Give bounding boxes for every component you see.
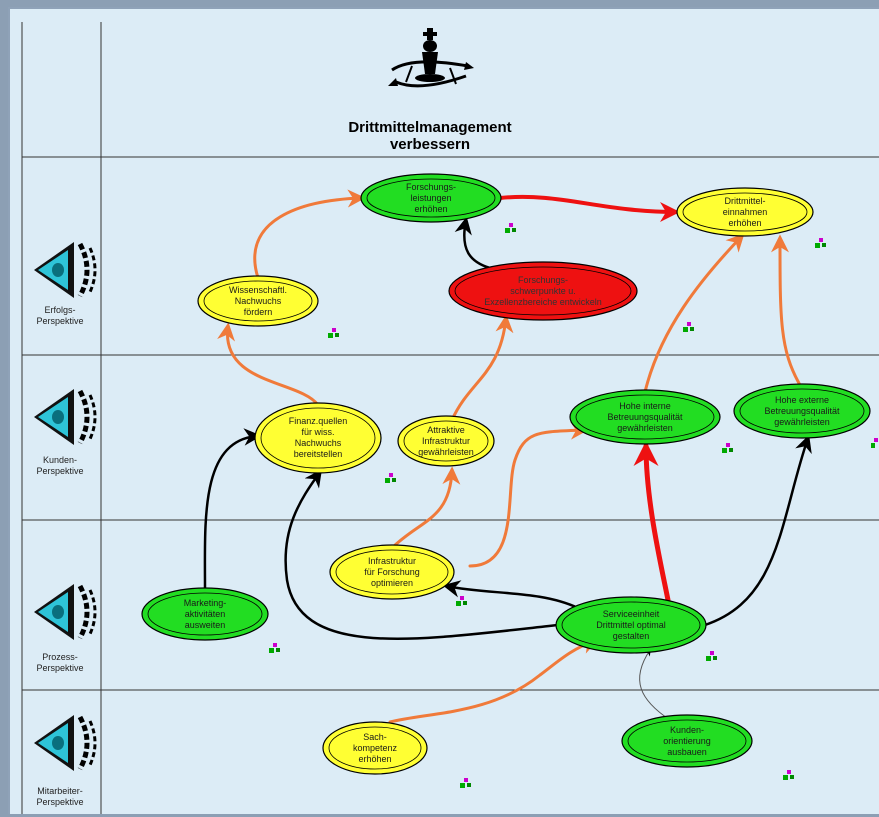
node-marketing: [141, 587, 269, 641]
link-attraktive-to-schwerpunkte: [450, 314, 514, 422]
perspective-label-prozess: Prozess- Perspektive: [36, 652, 84, 673]
lane-grid: [21, 22, 879, 814]
link-serviceeinheit-to-interne: [633, 441, 671, 603]
eye-icon: [34, 584, 97, 640]
link-marker-icon[interactable]: [683, 322, 694, 332]
perspective-label-erfolg: Erfolgs- Perspektive: [36, 305, 84, 326]
link-externe-to-drittmittel: [771, 234, 802, 387]
node-forschungsleistungen: [360, 173, 502, 223]
eye-icon: [34, 389, 97, 445]
link-marker-icon[interactable]: [456, 596, 467, 606]
node-serviceeinheit: [555, 596, 707, 654]
link-marker-icon[interactable]: [460, 778, 471, 788]
link-nachwuchs-to-forschungsleistungen: [253, 189, 366, 280]
node-nachwuchs: [197, 275, 319, 327]
link-forschungsleistungen-to-drittmittel: [498, 194, 680, 222]
node-kundenorientierung: [621, 714, 753, 768]
link-serviceeinheit-to-infra: [442, 580, 580, 610]
link-marker-icon[interactable]: [722, 443, 733, 453]
link-marketing-to-finanzquellen: [203, 428, 262, 592]
node-attraktive-infra: [397, 415, 495, 467]
link-infra-to-attraktive: [390, 466, 461, 550]
map-title: Drittmittelmanagement verbessern: [348, 119, 512, 153]
node-sachkompetenz: [322, 721, 428, 775]
node-finanzquellen: [254, 402, 382, 474]
link-marker-icon[interactable]: [269, 643, 280, 653]
link-marker-icon[interactable]: [815, 238, 826, 248]
node-infra-optimieren: [329, 544, 455, 600]
link-marker-icon[interactable]: [706, 651, 717, 661]
link-marker-icon[interactable]: [505, 223, 516, 233]
link-schwerpunkte-to-forschungsleistungen: [454, 216, 492, 270]
link-marker-icon[interactable]: [328, 328, 339, 338]
link-marker-icon[interactable]: [871, 438, 878, 448]
perspective-label-kunden: Kunden- Perspektive: [36, 455, 84, 476]
link-kundenorientierung-to-serviceeinheit: [639, 648, 671, 721]
eye-icon: [34, 242, 97, 298]
link-marker-icon[interactable]: [783, 770, 794, 780]
node-interne-betreuung: [569, 389, 721, 445]
link-serviceeinheit-to-externe: [703, 434, 812, 627]
node-externe-betreuung: [733, 383, 871, 439]
eye-icon: [34, 715, 97, 771]
link-marker-icon[interactable]: [385, 473, 396, 483]
link-finanzquellen-to-nachwuchs: [217, 322, 320, 407]
window-top-bar: [0, 0, 879, 7]
perspective-label-mitarbeiter: Mitarbeiter- Perspektive: [36, 786, 84, 807]
node-schwerpunkte: [448, 261, 638, 321]
link-infra-to-interne: [468, 421, 589, 568]
node-drittmitteleinnahmen: [676, 187, 814, 237]
link-interne-to-drittmittel: [643, 233, 745, 394]
link-sachkompetenz-to-serviceeinheit: [388, 636, 600, 724]
link-serviceeinheit-to-finanzquellen: [284, 469, 560, 641]
chess-king-icon: [388, 28, 474, 88]
